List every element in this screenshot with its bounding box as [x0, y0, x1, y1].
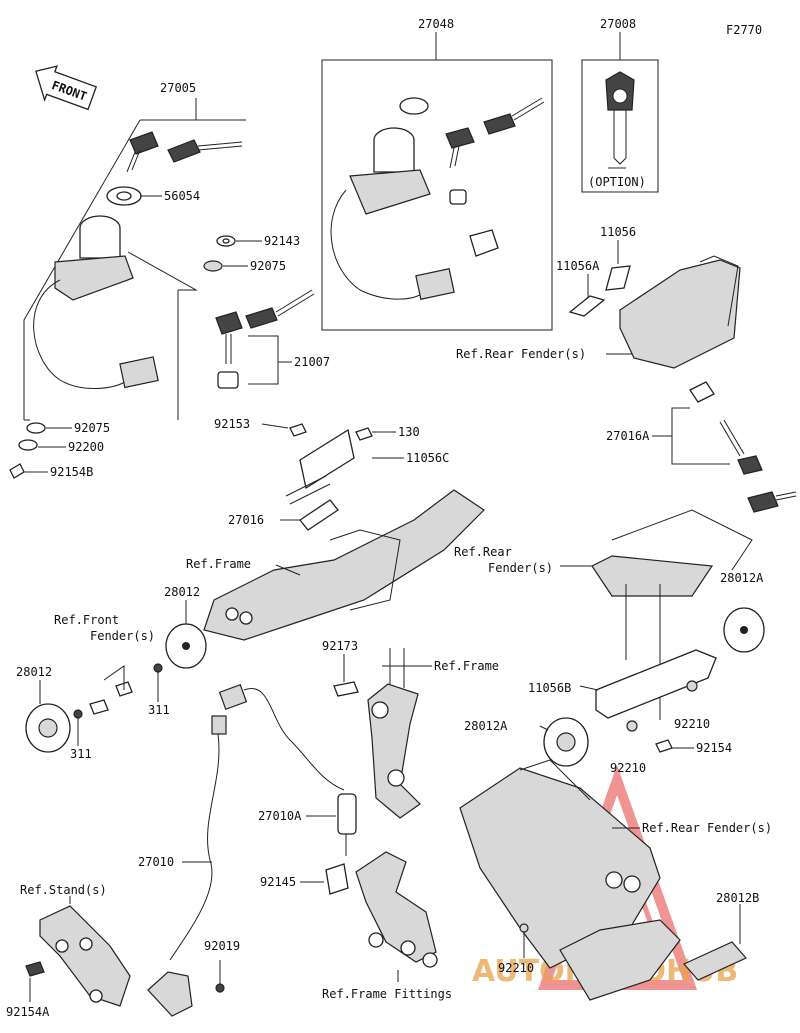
label-92075-top: 92075 [250, 259, 286, 273]
label-92153: 92153 [214, 417, 250, 431]
label-311-a: 311 [148, 703, 170, 717]
reflector-group-left [25, 600, 207, 753]
label-92154: 92154 [696, 741, 732, 755]
figure-code: F2770 [726, 23, 762, 37]
label-92210-a: 92210 [674, 717, 710, 731]
label-311-b: 311 [70, 747, 92, 761]
side-stand-switch-wiring [169, 684, 357, 961]
rear-fender-mid-right [539, 509, 765, 767]
label-ref-front-b: Fender(s) [90, 629, 155, 643]
label-27005: 27005 [160, 81, 196, 95]
label-92145: 92145 [260, 875, 296, 889]
key-blank-27008 [581, 32, 659, 193]
label-27010: 27010 [138, 855, 174, 869]
label-ref-rear-fender-1: Ref.Rear Fender(s) [456, 347, 586, 361]
label-27048: 27048 [418, 17, 454, 31]
label-56054: 56054 [164, 189, 200, 203]
label-11056B: 11056B [528, 681, 571, 695]
label-ref-rear-2b: Fender(s) [488, 561, 553, 575]
label-130: 130 [398, 425, 420, 439]
label-92154A: 92154A [6, 1005, 50, 1019]
frame-fittings-bottom [355, 851, 438, 982]
label-27008: 27008 [600, 17, 636, 31]
label-28012B: 28012B [716, 891, 759, 905]
frame-center [203, 423, 485, 641]
label-28012A-mid: 28012A [464, 719, 508, 733]
key-set-21007 [215, 289, 315, 389]
label-92019: 92019 [204, 939, 240, 953]
washer-92143 [216, 235, 262, 247]
label-92173: 92173 [322, 639, 358, 653]
label-27010A: 27010A [258, 809, 302, 823]
label-11056A: 11056A [556, 259, 600, 273]
label-28012A-top: 28012A [720, 571, 764, 585]
label-28012-top: 28012 [164, 585, 200, 599]
ignition-switch-kit-27048 [321, 32, 553, 331]
label-ref-frame-2: Ref.Frame [434, 659, 499, 673]
stand-bracket-center [333, 648, 432, 819]
label-92143: 92143 [264, 234, 300, 248]
option-label: (OPTION) [588, 175, 646, 189]
ignition-switch-group-27005 [23, 98, 246, 421]
label-ref-frame-1: Ref.Frame [186, 557, 251, 571]
washer-92075-top [203, 260, 248, 272]
label-11056: 11056 [600, 225, 636, 239]
label-ref-rear-2a: Ref.Rear [454, 545, 512, 559]
label-27016: 27016 [228, 513, 264, 527]
label-92075-bottom: 92075 [74, 421, 110, 435]
label-ref-rear-fender-3: Ref.Rear Fender(s) [642, 821, 772, 835]
front-arrow-icon: FRONT [35, 65, 98, 111]
label-ref-stand: Ref.Stand(s) [20, 883, 107, 897]
label-92210-b: 92210 [610, 761, 646, 775]
label-92200: 92200 [68, 440, 104, 454]
rear-fender-lower-right [459, 759, 747, 1001]
label-92210-c: 92210 [498, 961, 534, 975]
label-21007: 21007 [294, 355, 330, 369]
label-11056C: 11056C [406, 451, 449, 465]
label-ref-front-a: Ref.Front [54, 613, 119, 627]
side-stand-bottom-left [25, 896, 225, 1017]
label-92154B: 92154B [50, 465, 93, 479]
label-ref-frame-fittings: Ref.Frame Fittings [322, 987, 452, 1001]
rear-fender-bracket-top-right [568, 240, 797, 513]
label-28012-left: 28012 [16, 665, 52, 679]
label-27016A: 27016A [606, 429, 650, 443]
